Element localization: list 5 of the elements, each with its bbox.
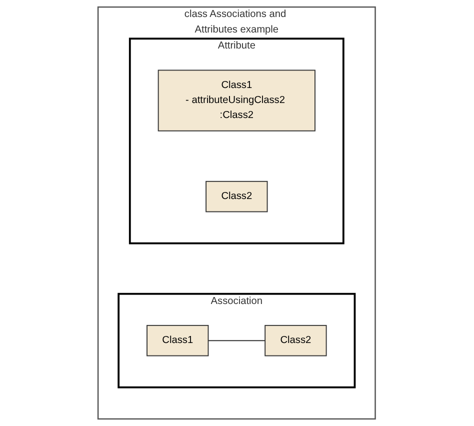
- node-box: Class1 - attributeUsingClass2 :Class2: [158, 70, 316, 132]
- node-box: Class2: [206, 180, 268, 212]
- node-box: Class2: [264, 324, 328, 356]
- node-box: Class1: [146, 324, 210, 356]
- connector: [208, 340, 266, 342]
